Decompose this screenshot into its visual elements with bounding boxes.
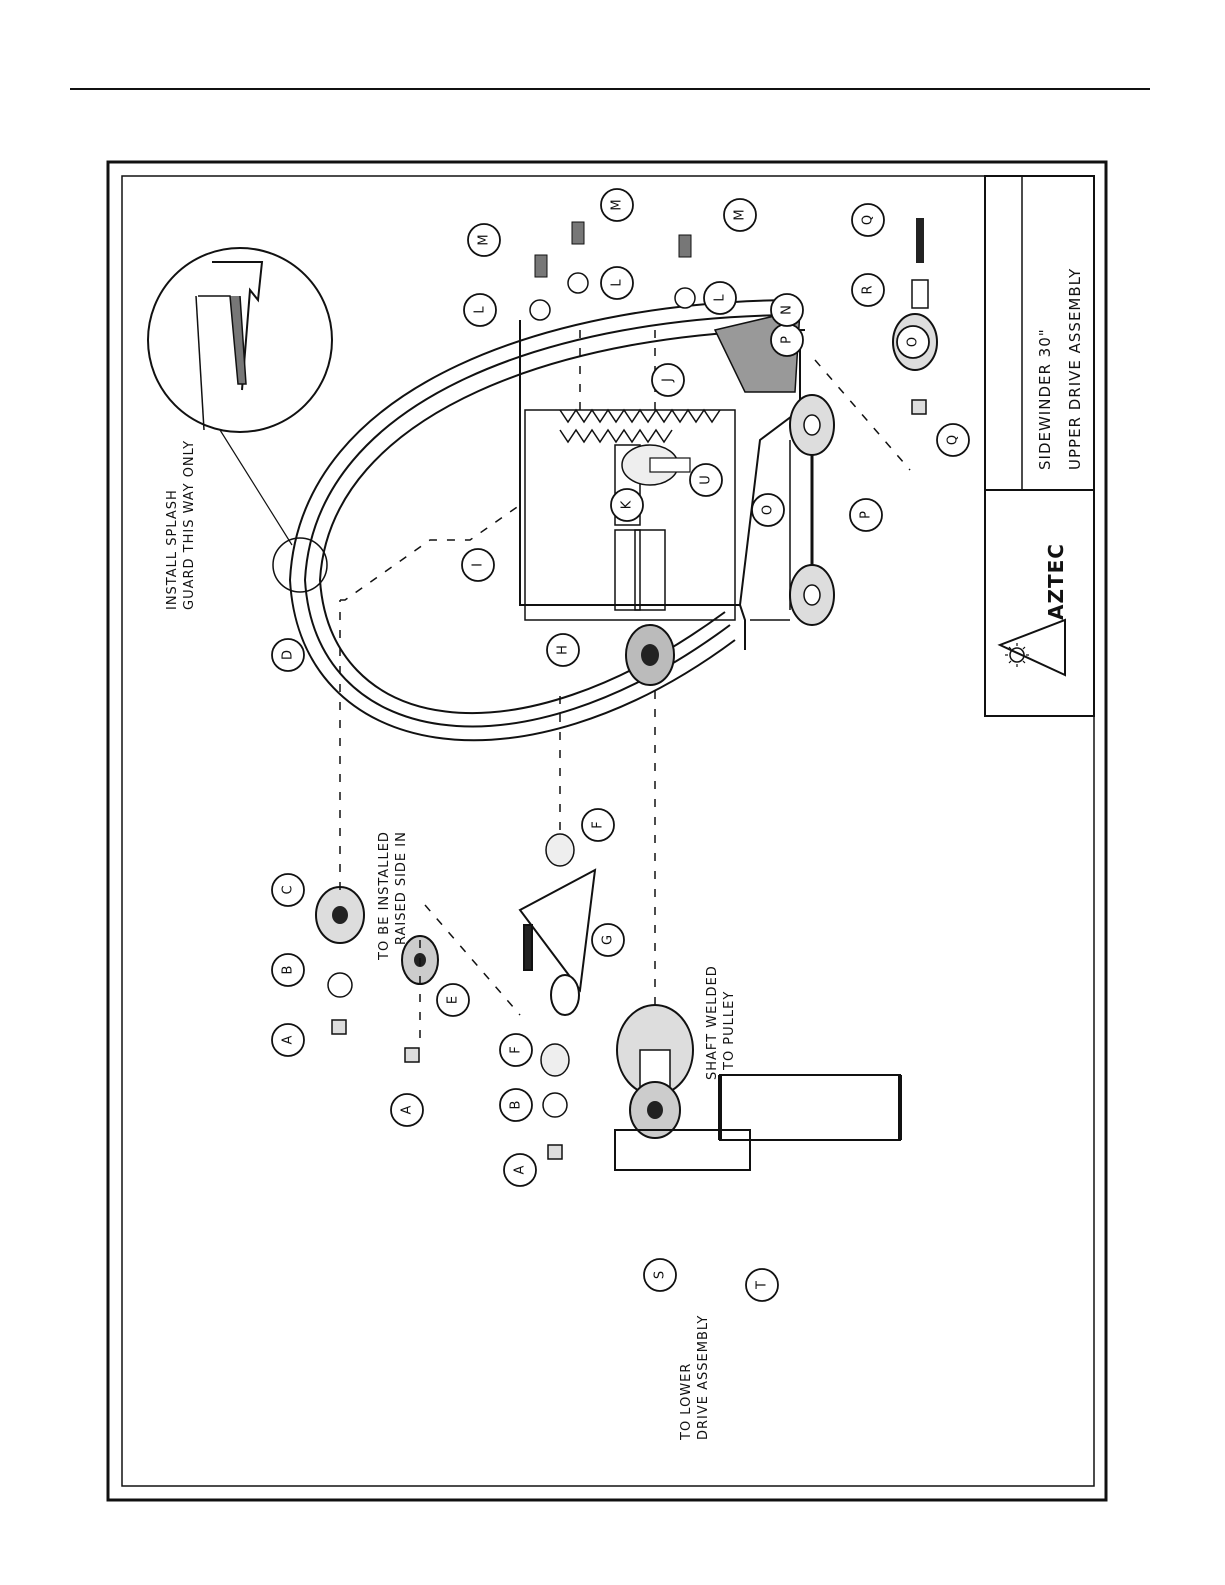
callout-letter: T — [755, 1281, 770, 1290]
callout-b2: B — [500, 1089, 532, 1121]
logo-text: AZTEC — [1044, 543, 1068, 620]
tension-arm — [520, 870, 595, 1015]
callout-b1: B — [272, 954, 304, 986]
callout-o1: O — [752, 494, 784, 526]
pillow-block-bearing — [615, 1082, 750, 1170]
callout-t1: T — [746, 1269, 778, 1301]
callout-m3: M — [724, 199, 756, 231]
callout-q1: Q — [852, 204, 884, 236]
callout-u1: U — [690, 464, 722, 496]
callout-letter: P — [859, 511, 874, 519]
callout-letter: L — [610, 279, 625, 287]
callout-letter: O — [761, 505, 776, 515]
callout-letter: L — [473, 306, 488, 314]
callout-letter: F — [509, 1046, 524, 1053]
washer-b1 — [328, 973, 352, 997]
bushing-f2 — [541, 1044, 569, 1076]
callout-letter: C — [281, 885, 296, 894]
callout-group: A B C D E A F B A F G H I J K U O P P N L L L M M M Q R O Q S T — [272, 189, 969, 1301]
callout-a3: A — [504, 1154, 536, 1186]
callout-s1: S — [644, 1259, 676, 1291]
callout-h1: H — [547, 634, 579, 666]
callout-letter: Q — [946, 435, 961, 445]
callout-letter: R — [861, 285, 876, 294]
callout-letter: M — [733, 209, 748, 220]
callout-letter: A — [513, 1165, 528, 1174]
callout-o2: O — [897, 326, 929, 358]
callout-l1: L — [464, 294, 496, 326]
aztec-logo: AZTEC — [1000, 543, 1068, 675]
splash-guard-housing — [290, 300, 805, 740]
callout-l3: L — [704, 282, 736, 314]
callout-f1: F — [500, 1034, 532, 1066]
callout-j1: J — [652, 364, 684, 396]
callout-letter: N — [780, 305, 795, 315]
callout-letter: O — [906, 337, 921, 347]
callout-e1: E — [437, 984, 469, 1016]
callout-letter: J — [661, 378, 676, 383]
callout-a2: A — [391, 1094, 423, 1126]
splash-note-1: INSTALL SPLASH — [165, 489, 180, 610]
callout-d1: D — [272, 639, 304, 671]
callout-letter: L — [713, 294, 728, 302]
callout-letter: M — [610, 199, 625, 210]
tension-spring — [560, 410, 720, 422]
bushing-f1 — [546, 834, 574, 866]
lower-note-2: DRIVE ASSEMBLY — [696, 1315, 711, 1440]
callout-letter: F — [591, 821, 606, 828]
raised-note-2: RAISED SIDE IN — [394, 831, 409, 945]
callout-f2: F — [582, 809, 614, 841]
idler-wheel — [626, 625, 674, 685]
callout-g1: G — [592, 924, 624, 956]
callout-i1: I — [462, 549, 494, 581]
callout-letter: K — [620, 500, 635, 509]
callout-p2: P — [771, 324, 803, 356]
roller-o-hardware — [893, 218, 937, 414]
callout-a1: A — [272, 1024, 304, 1056]
callout-r1: R — [852, 274, 884, 306]
callout-letter: M — [477, 234, 492, 245]
lower-note-1: TO LOWER — [679, 1363, 694, 1441]
callout-letter: U — [699, 475, 714, 485]
callout-letter: S — [653, 1271, 668, 1279]
title-block: SIDEWINDER 30" UPPER DRIVE ASSEMBLY AZTE… — [985, 176, 1094, 716]
callout-letter: D — [281, 650, 296, 660]
nut-a1 — [332, 1020, 346, 1034]
callout-letter: I — [471, 563, 486, 567]
bearing-c — [316, 887, 364, 943]
callout-l2: L — [601, 267, 633, 299]
callout-q2: Q — [937, 424, 969, 456]
callout-letter: P — [780, 336, 795, 344]
callout-letter: E — [446, 996, 461, 1004]
washer-b2 — [543, 1093, 567, 1117]
callout-p1: P — [850, 499, 882, 531]
splash-note-2: GUARD THIS WAY ONLY — [182, 440, 197, 610]
raised-note-1: TO BE INSTALLED — [377, 831, 392, 961]
title-line-2: UPPER DRIVE ASSEMBLY — [1066, 268, 1084, 470]
callout-letter: B — [509, 1101, 524, 1110]
callout-n1: N — [771, 294, 803, 326]
callout-letter: A — [281, 1035, 296, 1044]
callout-letter: A — [400, 1105, 415, 1114]
callout-c1: C — [272, 874, 304, 906]
callout-letter: B — [281, 966, 296, 975]
shaft-note-2: TO PULLEY — [722, 991, 737, 1071]
drive-rollers — [790, 395, 834, 625]
callout-m1: M — [468, 224, 500, 256]
callout-k1: K — [611, 489, 643, 521]
callout-letter: Q — [861, 215, 876, 225]
tension-spring-2 — [560, 430, 672, 442]
callout-letter: H — [556, 645, 571, 655]
title-line-1: SIDEWINDER 30" — [1036, 328, 1054, 470]
nut-a3 — [548, 1145, 562, 1159]
nut-a2 — [405, 1048, 419, 1062]
shaft-note-1: SHAFT WELDED — [705, 965, 720, 1080]
callout-letter: G — [601, 935, 616, 945]
motor-pulley — [622, 445, 690, 485]
callout-m2: M — [601, 189, 633, 221]
